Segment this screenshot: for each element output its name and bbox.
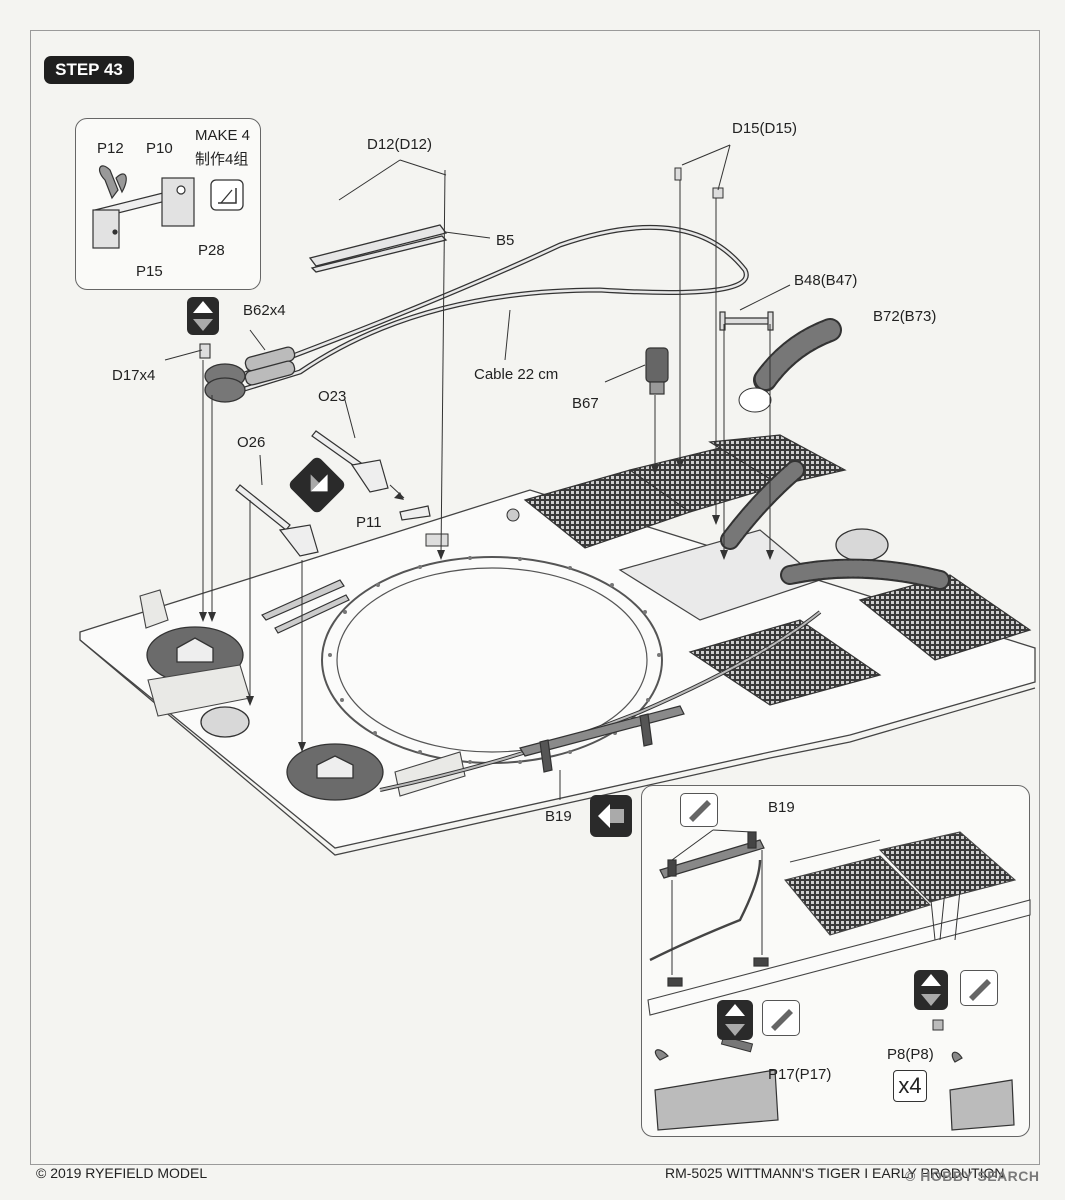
down-arrow-icon: [717, 1000, 753, 1040]
detail-drawing: [647, 831, 1031, 1016]
x4-badge: x4: [893, 1070, 927, 1102]
hatch: [146, 528, 889, 801]
detail-label-p17: P17(P17): [768, 1066, 832, 1083]
knife-icon: [960, 970, 998, 1006]
detail-label-p8: P8(P8): [887, 1046, 934, 1063]
label-d17: D17x4: [112, 367, 156, 384]
label-p15: P15: [136, 263, 163, 280]
watermark: © HOBBY SEARCH: [905, 1168, 1040, 1184]
shovel: [235, 430, 431, 557]
cement-icon: [210, 179, 244, 211]
side-view-part: [654, 1049, 1015, 1131]
label-d12: D12(D12): [367, 136, 433, 153]
label-p12: P12: [97, 140, 124, 157]
label-cable: Cable 22 cm: [474, 366, 559, 383]
make-count-en: MAKE 4: [195, 127, 251, 144]
label-o26: O26: [237, 434, 266, 451]
rail-d12-b5: [308, 224, 448, 273]
label-b48: B48(B47): [794, 272, 858, 289]
label-b67: B67: [572, 395, 599, 412]
down-arrow-icon: [914, 970, 948, 1010]
knife-icon: [762, 1000, 800, 1036]
detail-label-b19: B19: [768, 799, 795, 816]
side-view-icon: [590, 795, 632, 837]
p12-text: P12: [97, 140, 124, 157]
label-o23: O23: [318, 388, 347, 405]
subassembly-drawing: [92, 165, 195, 249]
label-p10: P10: [146, 140, 173, 157]
flip-arrows-icon: [187, 297, 219, 335]
label-b5: B5: [496, 232, 515, 249]
kit-title: RM-5025 WITTMANN'S TIGER I EARLY PRODUTI…: [665, 1165, 1005, 1181]
copyright: © 2019 RYEFIELD MODEL: [36, 1165, 208, 1181]
tow-cable: [214, 224, 749, 398]
label-p11: P11: [356, 514, 382, 531]
knife-icon: [680, 793, 718, 827]
p28-text: P28: [198, 242, 225, 259]
label-b62: B62x4: [243, 302, 286, 319]
p15-text: P15: [136, 263, 163, 280]
label-p28: P28: [198, 242, 225, 259]
label-b19: B19: [545, 808, 572, 825]
rotate-icon: [287, 455, 347, 515]
step-badge: STEP 43: [44, 56, 134, 84]
p10-text: P10: [146, 140, 173, 157]
engine-grille: [523, 434, 1032, 706]
label-b72: B72(B73): [873, 308, 937, 325]
label-d15: D15(D15): [732, 120, 798, 137]
page-frame: [30, 30, 1040, 1165]
make-count-zh: 制作4组: [195, 151, 249, 168]
